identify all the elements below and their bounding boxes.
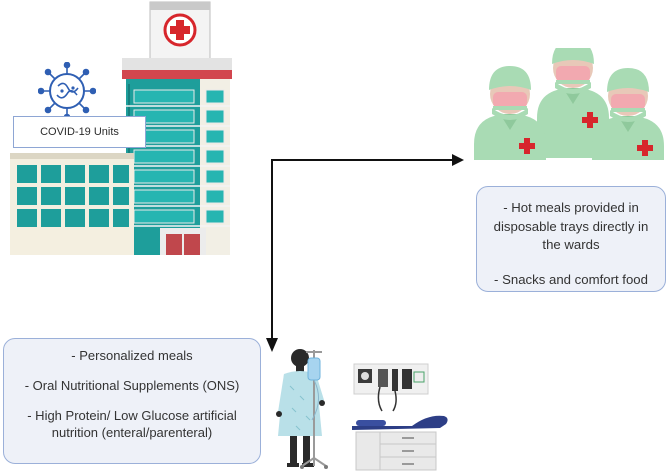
staff-line-2: disposable trays directly in [493,218,649,234]
covid-units-label: COVID-19 Units [13,116,146,148]
hospital-building-icon [10,1,232,255]
virus-icon [38,62,96,120]
patient-line-1: - Personalized meals [71,348,193,363]
flow-arrows [266,154,464,352]
arrowhead-right [452,154,464,166]
exam-table-icon [352,363,448,471]
staff-line-3: the wards [542,237,600,252]
medical-staff-icon [474,48,664,160]
staff-line-1: - Hot meals provided in [503,200,639,215]
staff-meals-box: - Hot meals provided in disposable trays… [476,186,666,292]
patient-line-4: nutrition (enteral/parenteral) [51,425,213,440]
patient-line-2: - Oral Nutritional Supplements (ONS) [24,378,240,393]
staff-line-4: - Snacks and comfort food [494,271,648,287]
iv-pole-icon [300,350,328,469]
patient-nutrition-box: - Personalized meals - Oral Nutritional … [3,338,261,464]
patient-line-3: - High Protein/ Low Glucose artificial [27,408,237,423]
arrowhead-down [266,338,278,352]
patient-icon [276,349,325,467]
